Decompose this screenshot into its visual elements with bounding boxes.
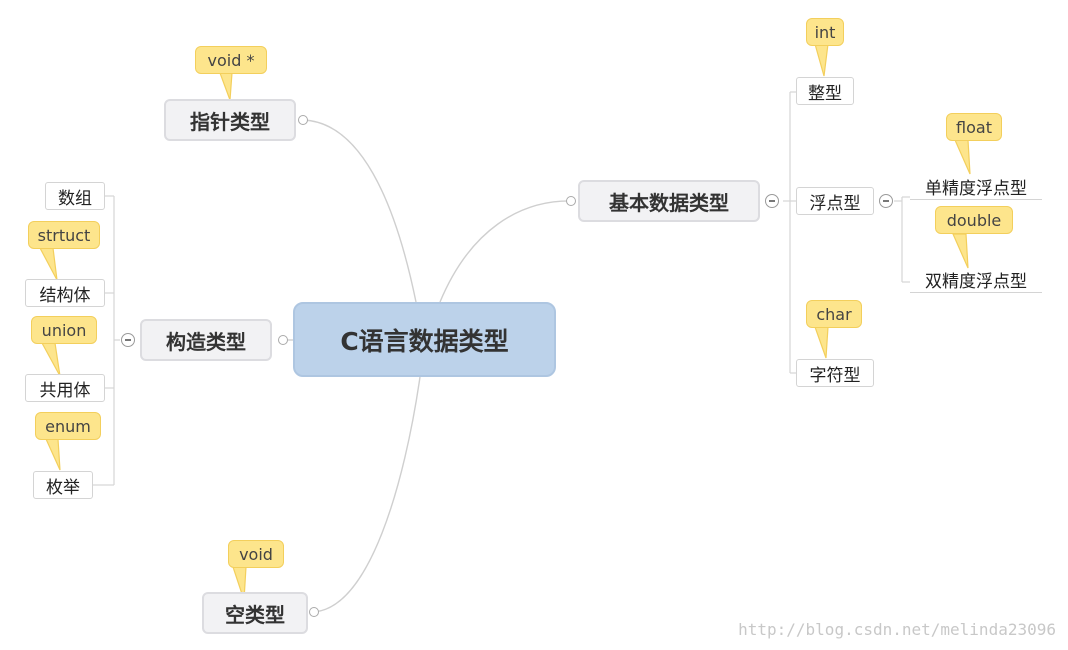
pointer-expand-handle[interactable] xyxy=(298,115,308,125)
construct-collapse-icon[interactable] xyxy=(121,333,135,347)
void-expand-handle[interactable] xyxy=(309,607,319,617)
note-int: int xyxy=(806,18,844,46)
basic-collapse-icon[interactable] xyxy=(765,194,779,208)
note-tail-union xyxy=(40,342,61,377)
bracket-basic xyxy=(783,91,797,374)
topic-basic-type[interactable]: 基本数据类型 xyxy=(578,180,760,222)
watermark-url: http://blog.csdn.net/melinda23096 xyxy=(738,620,1056,639)
subtopic-array[interactable]: 数组 xyxy=(45,182,105,210)
bracket-construct xyxy=(93,195,120,486)
note-float: float xyxy=(946,113,1002,141)
note-tail-void-ptr xyxy=(219,72,233,101)
note-tail-double xyxy=(952,233,969,269)
connector-basic xyxy=(439,200,573,303)
subtopic-struct[interactable]: 结构体 xyxy=(25,279,105,307)
subtopic-union[interactable]: 共用体 xyxy=(25,374,105,402)
root-topic[interactable]: C语言数据类型 xyxy=(293,302,556,377)
note-void: void xyxy=(228,540,284,568)
note-tail-struct xyxy=(39,247,58,281)
basic-expand-handle[interactable] xyxy=(566,196,576,206)
note-tail-char xyxy=(814,326,829,359)
bracket-float xyxy=(894,196,910,283)
subtopic-float[interactable]: 浮点型 xyxy=(796,187,874,215)
note-char: char xyxy=(806,300,862,328)
topic-construct-type[interactable]: 构造类型 xyxy=(140,319,272,361)
note-enum: enum xyxy=(35,412,101,440)
note-struct: strtuct xyxy=(28,221,100,249)
subtopic-single-float[interactable]: 单精度浮点型 xyxy=(910,174,1042,200)
note-union: union xyxy=(31,316,97,344)
construct-expand-handle[interactable] xyxy=(278,335,288,345)
note-tail-enum xyxy=(45,438,61,471)
float-collapse-icon[interactable] xyxy=(879,194,893,208)
subtopic-int[interactable]: 整型 xyxy=(796,77,854,105)
note-double: double xyxy=(935,206,1013,234)
note-tail-float xyxy=(954,139,971,175)
topic-void-type[interactable]: 空类型 xyxy=(202,592,308,634)
subtopic-char[interactable]: 字符型 xyxy=(796,359,874,387)
connector-void xyxy=(310,376,421,613)
topic-pointer-type[interactable]: 指针类型 xyxy=(164,99,296,141)
subtopic-double-float[interactable]: 双精度浮点型 xyxy=(910,267,1042,293)
connector-pointer xyxy=(302,119,417,303)
subtopic-enum[interactable]: 枚举 xyxy=(33,471,93,499)
note-tail-int xyxy=(814,43,829,77)
note-void-pointer: void * xyxy=(195,46,267,74)
